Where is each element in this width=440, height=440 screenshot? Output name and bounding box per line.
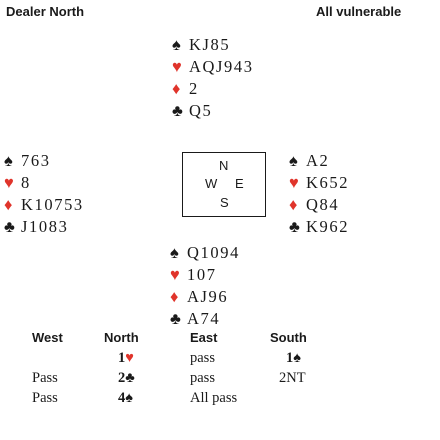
west-hearts-row: ♥8 [4, 172, 84, 194]
diamond-icon: ♦ [289, 195, 298, 214]
bid-north-2: 2♣ [118, 370, 135, 386]
south-clubs-cards: A74 [187, 309, 221, 328]
west-hand: ♠763 ♥8 ♦K10753 ♣J1083 [4, 150, 84, 238]
compass-east: E [235, 176, 244, 191]
north-diamonds-cards: 2 [189, 79, 199, 98]
east-clubs-cards: K962 [306, 217, 350, 236]
bid-south-1: 1♠ [286, 350, 301, 366]
west-spades-cards: 763 [21, 151, 51, 170]
east-hearts-cards: K652 [306, 173, 350, 192]
auction-header-west: West [32, 330, 63, 345]
compass-box: N W E S [182, 152, 266, 217]
north-hearts-row: ♥ AQJ943 [172, 56, 254, 78]
compass-south: S [220, 195, 229, 210]
diamond-icon: ♦ [170, 287, 179, 306]
east-hand: ♠ A2 ♥ K652 ♦ Q84 ♣ K962 [289, 150, 349, 238]
club-icon: ♣ [4, 217, 15, 236]
heart-icon: ♥ [289, 173, 299, 192]
bid-west-2: Pass [32, 370, 58, 386]
north-hand: ♠KJ85 ♥AQJ943 ♦2 ♣Q5 [172, 34, 254, 122]
south-diamonds-cards: AJ96 [187, 287, 229, 306]
north-hearts-cards: AQJ943 [189, 57, 254, 76]
east-diamonds-row: ♦ Q84 [289, 194, 349, 216]
east-spades-cards: A2 [306, 151, 330, 170]
bid-all-pass: All pass [190, 390, 238, 406]
bid-east-2: pass [190, 370, 215, 386]
east-hearts-row: ♥ K652 [289, 172, 349, 194]
west-hearts-cards: 8 [21, 173, 31, 192]
compass-north: N [219, 158, 229, 173]
bid-east-1: pass [190, 350, 215, 366]
spade-icon: ♠ [170, 243, 179, 262]
south-hand: ♠ Q1094 ♥ 107 ♦ AJ96 ♣ A74 [170, 242, 240, 330]
heart-icon: ♥ [170, 265, 180, 284]
east-diamonds-cards: Q84 [306, 195, 340, 214]
west-diamonds-row: ♦ K10753 [4, 194, 84, 216]
auction-header-north: North [104, 330, 139, 345]
spade-icon: ♠ [172, 35, 181, 54]
north-clubs-row: ♣ Q5 [172, 100, 254, 122]
vulnerability-label: All vulnerable [316, 4, 402, 19]
north-diamonds-row: ♦2 [172, 78, 254, 100]
bid-north-1: 1♥ [118, 350, 134, 366]
north-spades-row: ♠ KJ85 [172, 34, 254, 56]
auction-header-east: East [190, 330, 218, 345]
compass-west: W [205, 176, 218, 191]
club-icon: ♣ [289, 217, 300, 236]
spade-icon: ♠ [4, 151, 13, 170]
east-spades-row: ♠ A2 [289, 150, 349, 172]
south-diamonds-row: ♦ AJ96 [170, 286, 240, 308]
south-spades-cards: Q1094 [187, 243, 240, 262]
west-spades-row: ♠ 763 [4, 150, 84, 172]
west-clubs-row: ♣ J1083 [4, 216, 84, 238]
bid-south-2: 2NT [279, 370, 306, 386]
south-hearts-row: ♥ 107 [170, 264, 240, 286]
bid-north-3: 4♠ [118, 390, 133, 406]
north-clubs-cards: Q5 [189, 101, 213, 120]
north-spades-cards: KJ85 [189, 35, 231, 54]
heart-icon: ♥ [172, 57, 182, 76]
south-spades-row: ♠ Q1094 [170, 242, 240, 264]
club-icon: ♣ [172, 101, 183, 120]
club-icon: ♣ [170, 309, 181, 328]
west-clubs-cards: J1083 [21, 217, 69, 236]
east-clubs-row: ♣ K962 [289, 216, 349, 238]
diamond-icon: ♦ [172, 79, 181, 98]
dealer-label: Dealer North [6, 4, 85, 19]
west-diamonds-cards: K10753 [21, 195, 84, 214]
auction-header-south: South [270, 330, 307, 345]
spade-icon: ♠ [289, 151, 298, 170]
diamond-icon: ♦ [4, 195, 13, 214]
heart-icon: ♥ [4, 173, 14, 192]
south-clubs-row: ♣ A74 [170, 308, 240, 330]
bid-west-3: Pass [32, 390, 58, 406]
south-hearts-cards: 107 [187, 265, 217, 284]
